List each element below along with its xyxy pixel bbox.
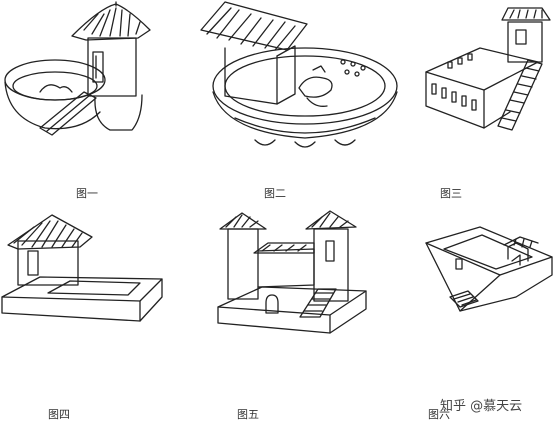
figure-4-drawing [0,205,175,335]
figure-5-drawing [210,205,375,340]
figure-1-caption: 图一 [76,187,98,200]
figure-5-caption: 图五 [237,408,259,421]
figure-3-drawing [418,0,560,180]
watermark-text: 知乎 @慕天云 [440,399,523,414]
figure-3-caption: 图三 [440,187,462,200]
figure-4-caption: 图四 [48,408,70,421]
figure-2-caption: 图二 [264,187,286,200]
figure-6-drawing [420,215,560,325]
figure-6-caption: 图六 [428,408,450,421]
figure-1-drawing [0,0,190,180]
figure-2-drawing [195,0,400,180]
